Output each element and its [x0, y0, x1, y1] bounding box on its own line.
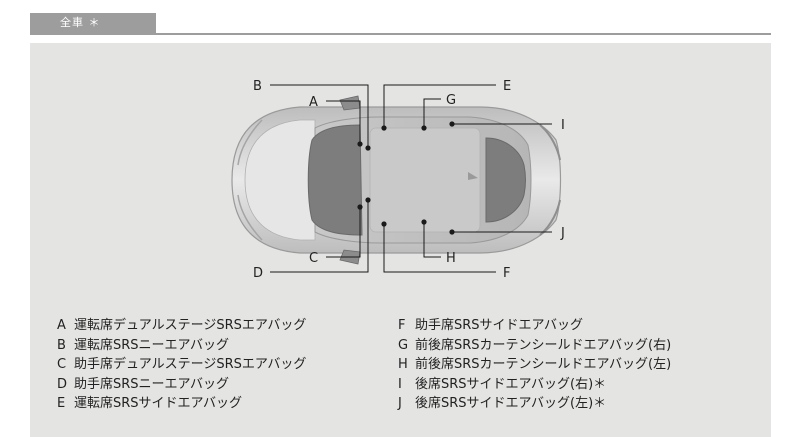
- airbag-point-f: [381, 221, 387, 227]
- airbag-point-i: [449, 121, 455, 127]
- legend-letter: F: [398, 318, 406, 333]
- applicability-tag: 全車 ＊: [30, 13, 156, 33]
- airbag-point-j: [449, 229, 455, 235]
- legend-item: C 助手席デュアルステージSRSエアバッグ: [57, 355, 306, 375]
- callout-label-c: C: [309, 251, 318, 266]
- callout-label-h: H: [446, 251, 456, 266]
- legend-letter: B: [57, 337, 66, 353]
- legend-item: F 助手席SRSサイドエアバッグ: [398, 316, 671, 336]
- airbag-point-h: [421, 219, 427, 225]
- legend-text: 前後席SRSカーテンシールドエアバッグ(右): [415, 337, 672, 353]
- callout-label-j: J: [560, 226, 565, 241]
- legend-letter: D: [57, 376, 68, 392]
- legend-item: G 前後席SRSカーテンシールドエアバッグ(右): [398, 336, 671, 356]
- legend-text: 後席SRSサイドエアバッグ(左)＊: [415, 396, 607, 411]
- legend-letter: I: [398, 376, 402, 392]
- airbag-point-g: [421, 125, 427, 131]
- airbag-point-a: [357, 141, 363, 147]
- callout-label-e: E: [503, 79, 511, 94]
- callout-line-a: [326, 100, 361, 144]
- legend-item: B 運転席SRSニーエアバッグ: [57, 336, 306, 356]
- airbag-point-c: [357, 204, 363, 210]
- legend-letter: J: [398, 396, 402, 411]
- legend-text: 後席SRSサイドエアバッグ(右)＊: [415, 376, 607, 392]
- tag-underline: [30, 33, 771, 35]
- callout-line-g: [423, 98, 441, 128]
- callout-label-i: I: [561, 118, 565, 133]
- airbag-point-b: [365, 145, 371, 151]
- callout-label-a: A: [309, 95, 318, 110]
- callout-label-d: D: [253, 266, 263, 281]
- legend-letter: A: [57, 318, 66, 333]
- legend-letter: E: [57, 396, 66, 411]
- legend-item: H 前後席SRSカーテンシールドエアバッグ(左): [398, 355, 671, 375]
- legend-letter: C: [57, 357, 67, 372]
- callout-label-f: F: [503, 266, 510, 281]
- legend-left-column: A 運転席デュアルステージSRSエアバッグ B 運転席SRSニーエアバッグ C 助手席…: [57, 316, 306, 414]
- legend-text: 運転席デュアルステージSRSエアバッグ: [74, 318, 307, 333]
- legend-text: 前後席SRSカーテンシールドエアバッグ(左): [415, 357, 672, 372]
- legend-item: I 後席SRSサイドエアバッグ(右)＊: [398, 375, 671, 395]
- legend-letter: H: [398, 357, 408, 372]
- callout-label-g: G: [446, 93, 456, 108]
- callout-line-b: [270, 84, 369, 148]
- legend-item: A 運転席デュアルステージSRSエアバッグ: [57, 316, 306, 336]
- callout-line-f: [383, 224, 496, 273]
- callout-line-c: [326, 207, 361, 258]
- legend-text: 運転席SRSサイドエアバッグ: [74, 396, 243, 411]
- car-top-view: [231, 95, 562, 265]
- callout-line-h: [423, 222, 441, 258]
- legend-item: J 後席SRSサイドエアバッグ(左)＊: [398, 394, 671, 414]
- legend-text: 運転席SRSニーエアバッグ: [74, 337, 230, 353]
- callout-line-d: [270, 200, 369, 273]
- legend-text: 助手席デュアルステージSRSエアバッグ: [74, 357, 307, 372]
- legend-text: 助手席SRSサイドエアバッグ: [415, 318, 584, 333]
- callout-line-e: [383, 84, 496, 128]
- airbag-point-d: [365, 197, 371, 203]
- legend-item: E 運転席SRSサイドエアバッグ: [57, 394, 306, 414]
- airbag-point-e: [381, 125, 387, 131]
- legend-item: D 助手席SRSニーエアバッグ: [57, 375, 306, 395]
- callout-label-b: B: [253, 79, 262, 94]
- legend-letter: G: [398, 337, 409, 353]
- legend-text: 助手席SRSニーエアバッグ: [74, 376, 230, 392]
